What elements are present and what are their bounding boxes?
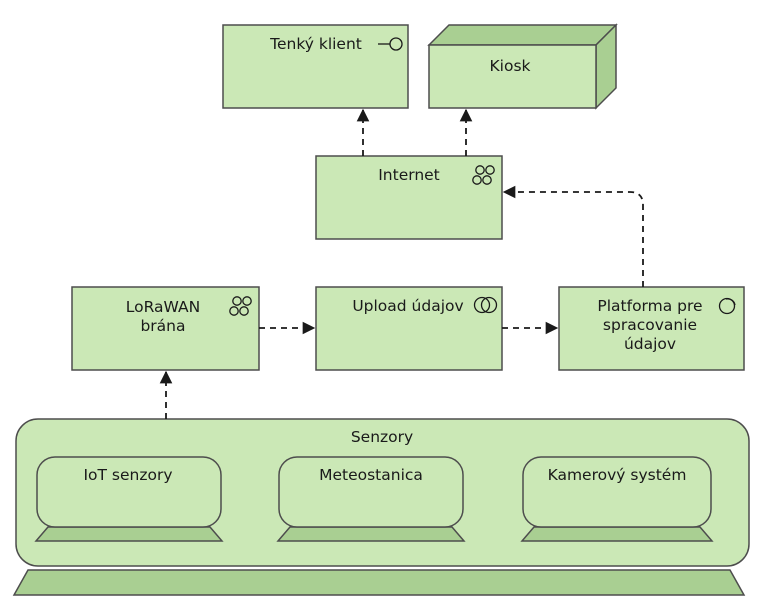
node-platform-label-line2: spracovanie [603, 316, 697, 334]
node-platform-label-line1: Platforma pre [597, 297, 702, 315]
network-icon [229, 296, 252, 316]
node-thin-client-label: Tenký klient [269, 35, 362, 53]
node-kiosk-label: Kiosk [489, 57, 530, 75]
sensors-group-base [12, 569, 746, 596]
node-sensors-group-label: Senzory [351, 428, 413, 446]
node-internet-label: Internet [378, 166, 440, 184]
node-camera-system[interactable]: Kamerový systém [520, 456, 714, 542]
node-iot-sensors[interactable]: IoT senzory [34, 456, 224, 542]
node-platform-label-line3: údajov [624, 335, 676, 353]
service-icon [473, 296, 498, 314]
node-upload[interactable]: Upload údajov [315, 286, 503, 371]
network-icon [472, 165, 495, 185]
system-software-icon [718, 297, 736, 315]
node-lorawan-gateway[interactable]: LoRaWAN brána [71, 286, 260, 371]
interface-icon [378, 37, 403, 51]
node-weather-station[interactable]: Meteostanica [276, 456, 466, 542]
node-iot-sensors-label: IoT senzory [83, 466, 172, 484]
node-thin-client[interactable]: Tenký klient [222, 24, 409, 109]
node-upload-label: Upload údajov [352, 297, 463, 315]
node-platform[interactable]: Platforma pre spracovanie údajov [558, 286, 745, 371]
node-camera-system-label: Kamerový systém [548, 466, 687, 484]
node-lorawan-label-line2: brána [140, 317, 185, 335]
node-lorawan-label-line1: LoRaWAN [126, 298, 200, 316]
node-internet[interactable]: Internet [315, 155, 503, 240]
connector-platform-to-internet [502, 185, 644, 287]
node-weather-station-label: Meteostanica [319, 466, 423, 484]
node-kiosk[interactable]: Kiosk [427, 23, 618, 110]
node-sensors-group[interactable]: Senzory IoT senzory Meteostanica Kamerov… [12, 418, 750, 596]
